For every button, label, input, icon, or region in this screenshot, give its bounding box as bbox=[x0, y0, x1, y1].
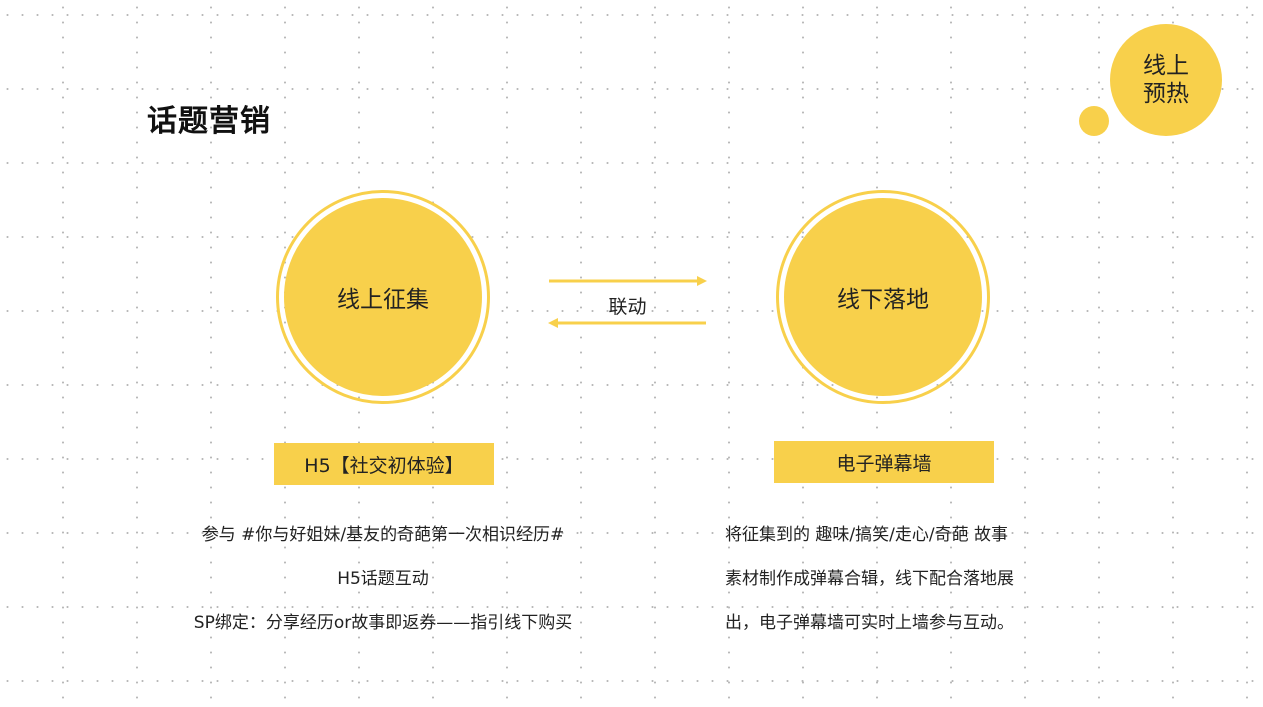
online-collection-label: 线上征集 bbox=[284, 198, 482, 396]
online-description: 参与 #你与好姐妹/基友的奇葩第一次相识经历# H5话题互动 SP绑定：分享经历… bbox=[160, 513, 606, 645]
online-description-line: 参与 #你与好姐妹/基友的奇葩第一次相识经历# bbox=[201, 525, 565, 545]
decorative-small-circle bbox=[1079, 106, 1109, 136]
bidirectional-arrows-icon bbox=[548, 276, 707, 328]
page-title: 话题营销 bbox=[147, 104, 271, 139]
stage-badge-line1: 线上 bbox=[1143, 53, 1189, 79]
stage-badge-line2: 预热 bbox=[1143, 81, 1189, 107]
online-description-line: H5话题互动 bbox=[337, 569, 429, 589]
offline-description-line: 将征集到的 趣味/搞笑/走心/奇葩 故事 bbox=[725, 525, 1008, 545]
online-description-line: SP绑定：分享经历or故事即返券——指引线下购买 bbox=[193, 613, 573, 633]
bullet-wall-tag: 电子弹幕墙 bbox=[774, 441, 994, 483]
offline-landing-circle: 线下落地 bbox=[776, 190, 990, 404]
offline-description-line: 素材制作成弹幕合辑，线下配合落地展 bbox=[725, 569, 1014, 589]
arrow-left-head bbox=[548, 318, 558, 328]
arrow-right-head bbox=[697, 276, 707, 286]
link-label: 联动 bbox=[608, 296, 647, 318]
h5-experience-tag: H5【社交初体验】 bbox=[274, 443, 494, 485]
offline-landing-label: 线下落地 bbox=[784, 198, 982, 396]
offline-description: 将征集到的 趣味/搞笑/走心/奇葩 故事 素材制作成弹幕合辑，线下配合落地展 出… bbox=[725, 513, 1055, 645]
online-collection-circle: 线上征集 bbox=[276, 190, 490, 404]
offline-description-line: 出，电子弹幕墙可实时上墙参与互动。 bbox=[725, 613, 1014, 633]
stage-badge: 线上 预热 bbox=[1110, 24, 1222, 136]
